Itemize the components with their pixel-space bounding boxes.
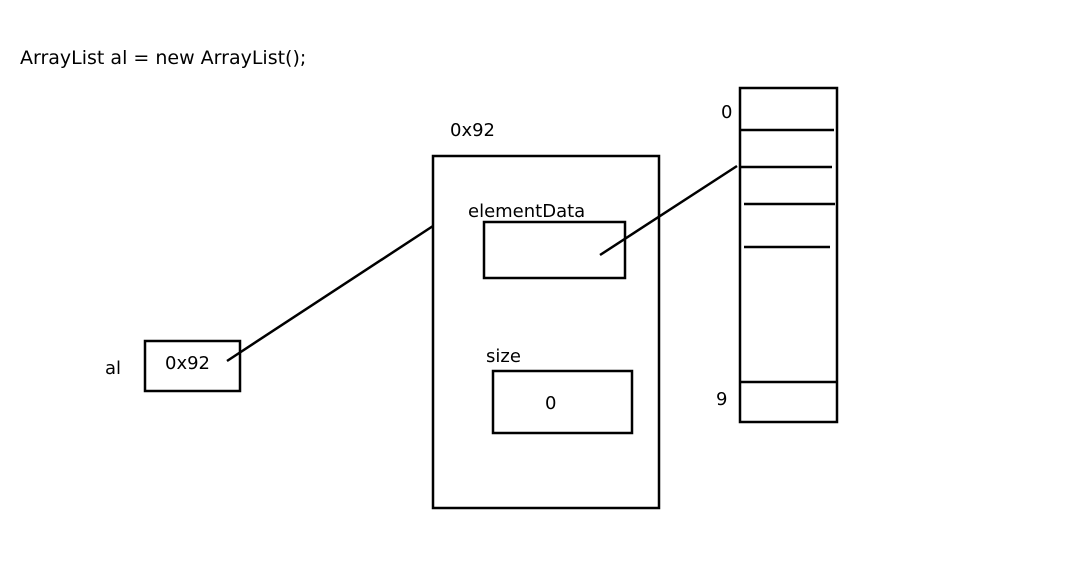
element-data-field-box: [482, 220, 627, 280]
size-field-value: 0: [545, 393, 557, 414]
array-first-index: 0: [721, 102, 733, 123]
array-last-index: 9: [716, 389, 728, 410]
array-box: [738, 86, 839, 424]
size-field-name: size: [486, 346, 521, 367]
code-statement: ArrayList al = new ArrayList();: [20, 47, 307, 69]
heap-object-box: [431, 154, 661, 510]
variable-name: al: [105, 358, 122, 379]
variable-box: [143, 339, 242, 393]
reference-line-element-data-to-array: [599, 164, 738, 257]
heap-object-address: 0x92: [450, 120, 496, 141]
size-field-box: [491, 369, 634, 435]
reference-line-al-to-object: [226, 224, 434, 363]
variable-value: 0x92: [165, 353, 211, 374]
element-data-field-name: elementData: [468, 201, 586, 222]
